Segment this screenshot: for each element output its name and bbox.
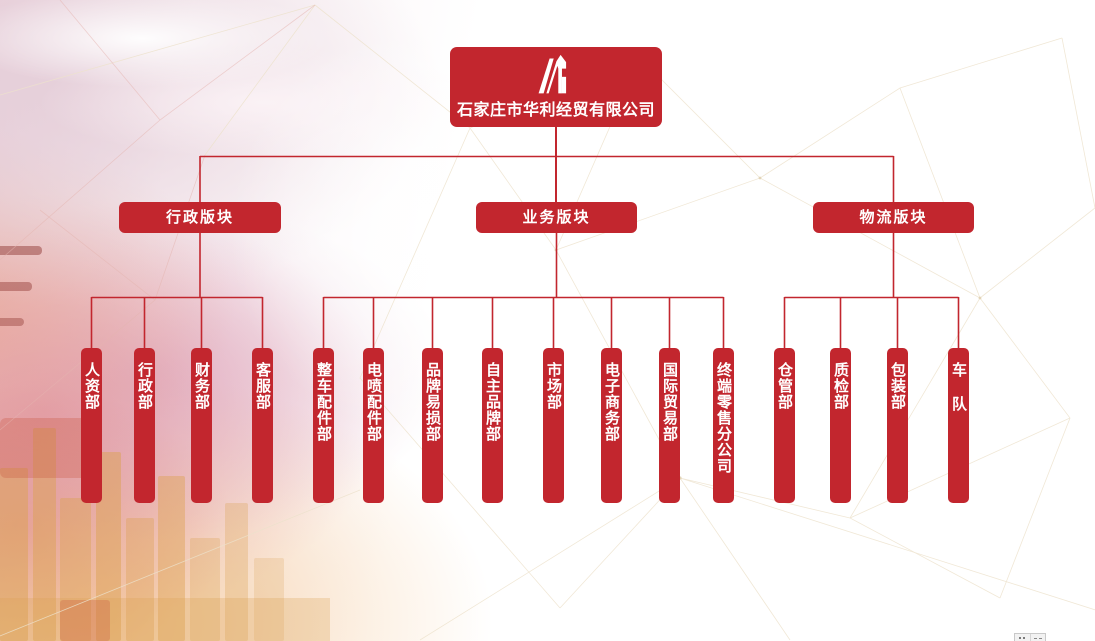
dept-label: 仓管部 bbox=[776, 362, 793, 410]
dept-label: 人资部 bbox=[83, 362, 100, 410]
dept-node-zhijian: 质检部 bbox=[830, 348, 851, 503]
dept-node-xingzheng: 行政部 bbox=[134, 348, 155, 503]
dept-label: 质检部 bbox=[832, 362, 849, 410]
dept-node-dianzi-shangwu: 电子商务部 bbox=[601, 348, 622, 503]
dept-node-chedui: 车队 bbox=[948, 348, 969, 503]
dots-icon[interactable] bbox=[1015, 634, 1030, 641]
dept-label: 市场部 bbox=[545, 362, 562, 410]
dept-node-pinpai-yisun: 品牌易损部 bbox=[422, 348, 443, 503]
dept-label: 电喷配件部 bbox=[365, 362, 382, 442]
dept-node-guoji-maoyi: 国际贸易部 bbox=[659, 348, 680, 503]
company-root-node: 石家庄市华利经贸有限公司 bbox=[450, 47, 662, 127]
dept-label: 电子商务部 bbox=[603, 362, 620, 442]
dept-label: 终端零售分公司 bbox=[715, 362, 732, 474]
dept-node-renzi: 人资部 bbox=[81, 348, 102, 503]
dept-label: 包装部 bbox=[889, 362, 906, 410]
dept-node-shichang: 市场部 bbox=[543, 348, 564, 503]
division-node-logistics: 物流版块 bbox=[813, 202, 974, 233]
division-label: 业务版块 bbox=[522, 209, 591, 226]
dept-node-cangguan: 仓管部 bbox=[774, 348, 795, 503]
dept-node-dianpen-peijian: 电喷配件部 bbox=[363, 348, 384, 503]
dept-node-zhengche-peijian: 整车配件部 bbox=[313, 348, 334, 503]
dept-label: 财务部 bbox=[193, 362, 210, 410]
dept-label: 自主品牌部 bbox=[484, 362, 501, 442]
company-logo-icon bbox=[538, 54, 567, 94]
dept-node-zizhu-pinpai: 自主品牌部 bbox=[482, 348, 503, 503]
company-name-label: 石家庄市华利经贸有限公司 bbox=[456, 102, 655, 119]
page-controls-fragment[interactable] bbox=[1014, 633, 1046, 641]
division-node-business: 业务版块 bbox=[476, 202, 637, 233]
dept-label: 整车配件部 bbox=[315, 362, 332, 442]
division-label: 行政版块 bbox=[165, 209, 234, 226]
dept-node-caiwu: 财务部 bbox=[191, 348, 212, 503]
dept-label: 车队 bbox=[950, 362, 967, 430]
division-node-admin: 行政版块 bbox=[119, 202, 281, 233]
dept-label: 行政部 bbox=[136, 362, 153, 410]
dept-node-zhongduan-lingshou: 终端零售分公司 bbox=[713, 348, 734, 503]
dept-label: 品牌易损部 bbox=[424, 362, 441, 442]
dashes-icon[interactable] bbox=[1029, 634, 1046, 641]
dept-label: 国际贸易部 bbox=[661, 362, 678, 442]
dept-label: 客服部 bbox=[254, 362, 271, 410]
division-label: 物流版块 bbox=[859, 209, 928, 226]
dept-node-baozhuang: 包装部 bbox=[887, 348, 908, 503]
dept-node-kefu: 客服部 bbox=[252, 348, 273, 503]
